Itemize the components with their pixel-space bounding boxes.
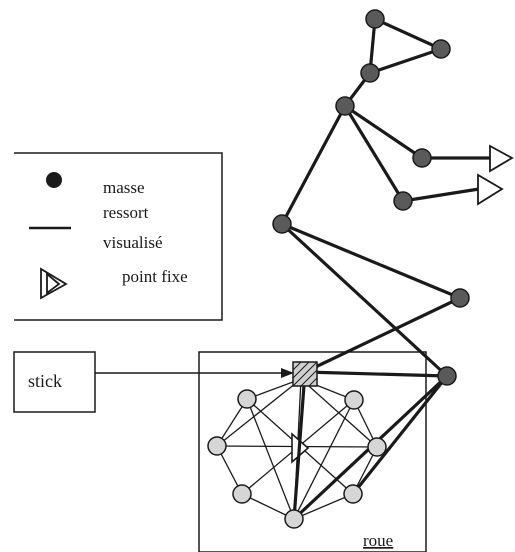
wheel-mass bbox=[343, 484, 363, 504]
legend-fixed-point-label: point fixe bbox=[122, 267, 188, 286]
fixed-point-lower-icon bbox=[477, 173, 504, 206]
wheel-label: roue bbox=[363, 531, 393, 550]
legend-mass-label: masse bbox=[103, 178, 145, 197]
wheel-mass bbox=[284, 509, 304, 529]
legend-box bbox=[14, 152, 223, 321]
chain-mass bbox=[365, 9, 385, 29]
chain-mass bbox=[393, 191, 413, 211]
wheel-mass bbox=[232, 484, 252, 504]
stick-box bbox=[13, 351, 96, 413]
fixed-point-symbol-icon bbox=[40, 267, 68, 300]
chain-mass bbox=[272, 214, 292, 234]
wheel-masses bbox=[207, 389, 387, 529]
spring-chain bbox=[280, 17, 493, 521]
chain-mass bbox=[437, 366, 457, 386]
chain-mass bbox=[450, 288, 470, 308]
chain-fixed-points bbox=[477, 144, 514, 206]
chain-masses bbox=[272, 9, 470, 386]
mass-symbol-icon bbox=[46, 172, 62, 188]
stick-mass bbox=[292, 361, 318, 387]
wheel-mass bbox=[367, 437, 387, 457]
wheel-box bbox=[198, 351, 427, 552]
legend: masse ressort visualisé point fixe bbox=[14, 152, 223, 321]
stick-arrowhead-icon bbox=[281, 368, 294, 378]
wheel-mass bbox=[344, 390, 364, 410]
wheel-mass bbox=[207, 436, 227, 456]
legend-spring-label-line1: ressort bbox=[103, 203, 149, 222]
chain-mass bbox=[431, 39, 451, 59]
chain-mass bbox=[335, 96, 355, 116]
legend-spring-label-line2: visualisé bbox=[103, 233, 163, 252]
chain-mass bbox=[412, 148, 432, 168]
fixed-point-upper-icon bbox=[489, 144, 514, 173]
wheel-mass bbox=[237, 389, 257, 409]
chain-mass bbox=[360, 63, 380, 83]
stick-label: stick bbox=[28, 371, 62, 391]
